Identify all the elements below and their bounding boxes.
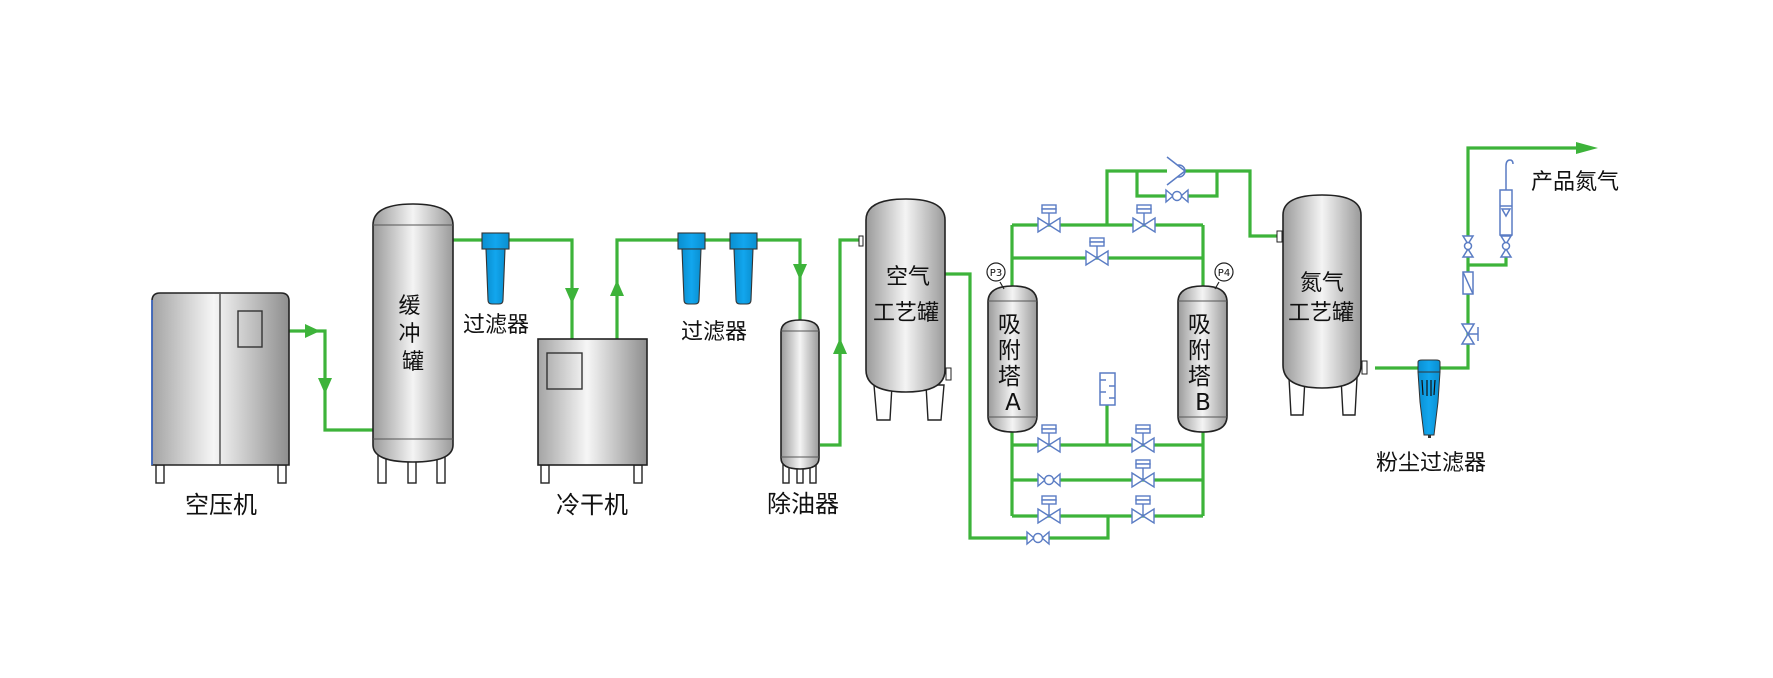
- nitrogen-process-tank[interactable]: [1276, 194, 1368, 416]
- ball-valve-icon[interactable]: [1026, 531, 1050, 545]
- nitrogen-process-tank-label-line1: 氮气: [1300, 271, 1344, 296]
- air-compressor-label: 空压机: [185, 491, 257, 519]
- air-process-tank[interactable]: [858, 198, 952, 421]
- adsorption-tower-b[interactable]: [1177, 262, 1234, 433]
- adsorption-tower-a[interactable]: [986, 262, 1038, 433]
- check-valve-icon[interactable]: [1166, 156, 1187, 186]
- filter-2a[interactable]: [677, 232, 706, 305]
- rotameter-icon: [1499, 159, 1514, 236]
- adsorption-tower-b-label: 吸 附 塔 B: [1188, 312, 1218, 416]
- flow-arrow-right: [305, 324, 320, 338]
- pneumatic-valve-icon[interactable]: [1131, 495, 1155, 524]
- flow-arrow-outlet: [1576, 142, 1598, 154]
- ball-valve-vertical-icon[interactable]: [1499, 235, 1513, 258]
- flow-arrow-down: [793, 264, 807, 280]
- dust-filter[interactable]: [1417, 359, 1441, 438]
- pipe-header-to-check-valve: [1105, 169, 1282, 238]
- dust-filter-label: 粉尘过滤器: [1376, 451, 1486, 476]
- air-process-tank-label-line2: 工艺罐: [873, 301, 939, 326]
- pipe-air-tank-to-manifold: [943, 272, 1110, 540]
- tower-b-label-char: 吸: [1188, 312, 1211, 338]
- filter-1-label: 过滤器: [463, 313, 529, 338]
- refrigerated-dryer[interactable]: [537, 338, 648, 484]
- pneumatic-valve-icon[interactable]: [1037, 424, 1061, 453]
- buffer-tank-label-char: 罐: [402, 350, 424, 375]
- filter-2-label: 过滤器: [681, 320, 747, 345]
- filter-1[interactable]: [481, 232, 510, 305]
- control-panel: [237, 310, 263, 348]
- air-compressor[interactable]: [151, 292, 290, 484]
- flow-arrows: [305, 142, 1598, 394]
- flow-arrow-up: [833, 338, 847, 354]
- pressure-gauge-icon: [1214, 262, 1234, 282]
- ball-valve-icon[interactable]: [1165, 189, 1189, 203]
- control-panel: [546, 352, 583, 390]
- tower-a-label-char: A: [1005, 390, 1021, 416]
- ball-valve-vertical-icon[interactable]: [1461, 235, 1475, 258]
- tower-b-label-char: B: [1195, 390, 1211, 416]
- pneumatic-valve-icon[interactable]: [1085, 237, 1109, 266]
- gauge-p3-label: P3: [990, 268, 1002, 279]
- valves: [1026, 156, 1514, 545]
- flow-arrow-down: [565, 288, 579, 304]
- pneumatic-valve-icon[interactable]: [1132, 204, 1156, 233]
- product-outlet-label: 产品氮气: [1531, 170, 1619, 195]
- filter-2b[interactable]: [729, 232, 758, 305]
- tower-a-label-char: 吸: [998, 312, 1021, 338]
- tower-a-label-char: 附: [998, 338, 1021, 364]
- pneumatic-valve-icon[interactable]: [1131, 459, 1155, 488]
- silencer-icon: [1099, 372, 1116, 406]
- pneumatic-valve-icon[interactable]: [1131, 424, 1155, 453]
- buffer-tank-label-char: 缓: [398, 294, 420, 319]
- pneumatic-valve-icon[interactable]: [1037, 204, 1061, 233]
- tower-b-label-char: 塔: [1188, 364, 1211, 390]
- oil-remover-label: 除油器: [767, 490, 839, 518]
- manual-valve-icon[interactable]: [1460, 323, 1479, 345]
- pipe-analyzer-branch: [1468, 253, 1508, 267]
- buffer-tank[interactable]: [372, 203, 454, 484]
- oil-remover[interactable]: [780, 319, 820, 484]
- nitrogen-process-tank-label-line2: 工艺罐: [1288, 301, 1354, 326]
- flow-arrow-down: [318, 378, 332, 394]
- pressure-gauge-icon: [986, 262, 1006, 282]
- pipe-compressor-to-buffer: [289, 329, 373, 432]
- pneumatic-valve-icon[interactable]: [1037, 495, 1061, 524]
- air-process-tank-label-line1: 空气: [886, 265, 930, 290]
- ball-valve-icon[interactable]: [1037, 473, 1061, 487]
- buffer-tank-label: 缓 冲 罐: [398, 294, 427, 375]
- flow-meter-icon: [1462, 271, 1474, 295]
- tower-a-label-char: 塔: [998, 364, 1021, 390]
- buffer-tank-label-char: 冲: [398, 322, 420, 347]
- flow-arrow-up: [610, 280, 624, 296]
- adsorption-tower-a-label: 吸 附 塔 A: [998, 312, 1028, 416]
- tower-b-label-char: 附: [1188, 338, 1211, 364]
- refrigerated-dryer-label: 冷干机: [556, 491, 628, 519]
- gauge-p4-label: P4: [1218, 268, 1230, 279]
